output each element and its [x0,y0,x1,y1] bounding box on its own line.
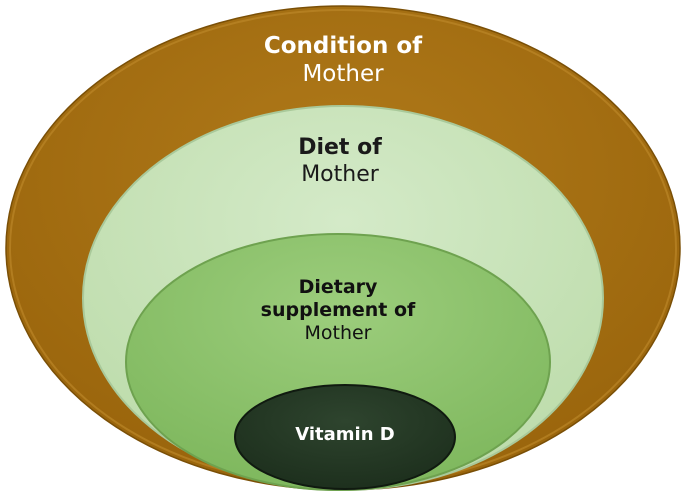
label-condition-of-mother: Condition of Mother [243,32,443,88]
label-supplement-bold: Dietary supplement of [260,276,416,322]
label-condition-bold: Condition of [263,33,423,59]
label-dietary-supplement: Dietary supplement of Mother [208,276,468,346]
label-diet-bold: Diet of [298,135,382,160]
label-vitamin-d: Vitamin D [255,424,435,446]
label-supplement-regular: Mother [304,322,372,345]
label-vitamin-bold: Vitamin D [295,424,395,445]
label-condition-regular: Mother [302,61,384,88]
label-diet-of-mother: Diet of Mother [240,135,440,189]
ellipse-vitamin-d [234,384,456,490]
label-diet-regular: Mother [301,161,379,187]
